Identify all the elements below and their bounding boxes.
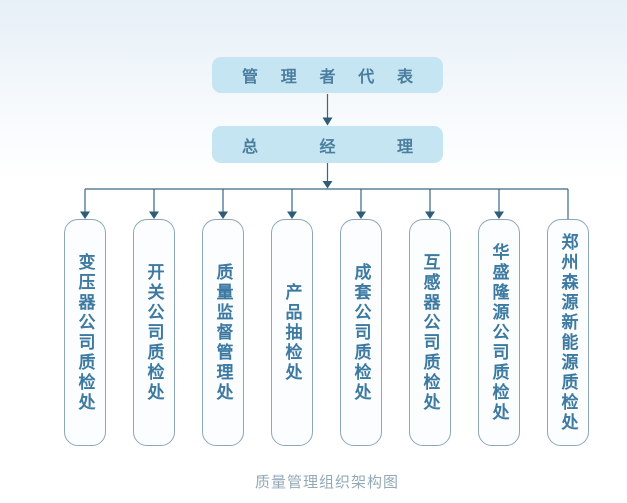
arrow-down-icon [425,211,435,219]
dept-label: 成套公司质检处 [351,262,371,403]
arrow-down-icon [80,211,90,219]
chart-caption: 质量管理组织架构图 [254,474,399,491]
arrow-down-icon [322,181,333,189]
general-manager-box: 总经理 [212,126,443,163]
dept-box-8: 郑州森源新能源质检处 [547,219,589,446]
dept-label: 互感器公司质检处 [420,252,440,413]
management-representative-box: 管理者代表 [212,57,443,93]
dept-label: 质量监督管理处 [213,262,233,403]
arrow-down-icon [287,211,297,219]
arrow-down-icon [494,211,504,219]
dept-label: 华盛隆源公司质检处 [489,242,509,423]
dept-label: 产品抽检处 [282,282,302,383]
arrow-down-icon [356,211,366,219]
arrow-down-icon [149,211,159,219]
dept-box-5: 成套公司质检处 [340,219,382,446]
dept-box-6: 互感器公司质检处 [409,219,451,446]
department-row: 变压器公司质检处 开关公司质检处 质量监督管理处 产品抽检处 成套公司质检处 互… [64,219,589,446]
dept-box-4: 产品抽检处 [271,219,313,446]
dept-box-2: 开关公司质检处 [133,219,175,446]
arrow-down-icon [218,211,228,219]
arrow-down-icon [322,117,333,126]
dept-box-7: 华盛隆源公司质检处 [478,219,520,446]
dept-label: 变压器公司质检处 [75,252,95,413]
dept-label: 开关公司质检处 [144,262,164,403]
dept-box-3: 质量监督管理处 [202,219,244,446]
dept-box-1: 变压器公司质检处 [64,219,106,446]
dept-label: 郑州森源新能源质检处 [558,232,578,433]
